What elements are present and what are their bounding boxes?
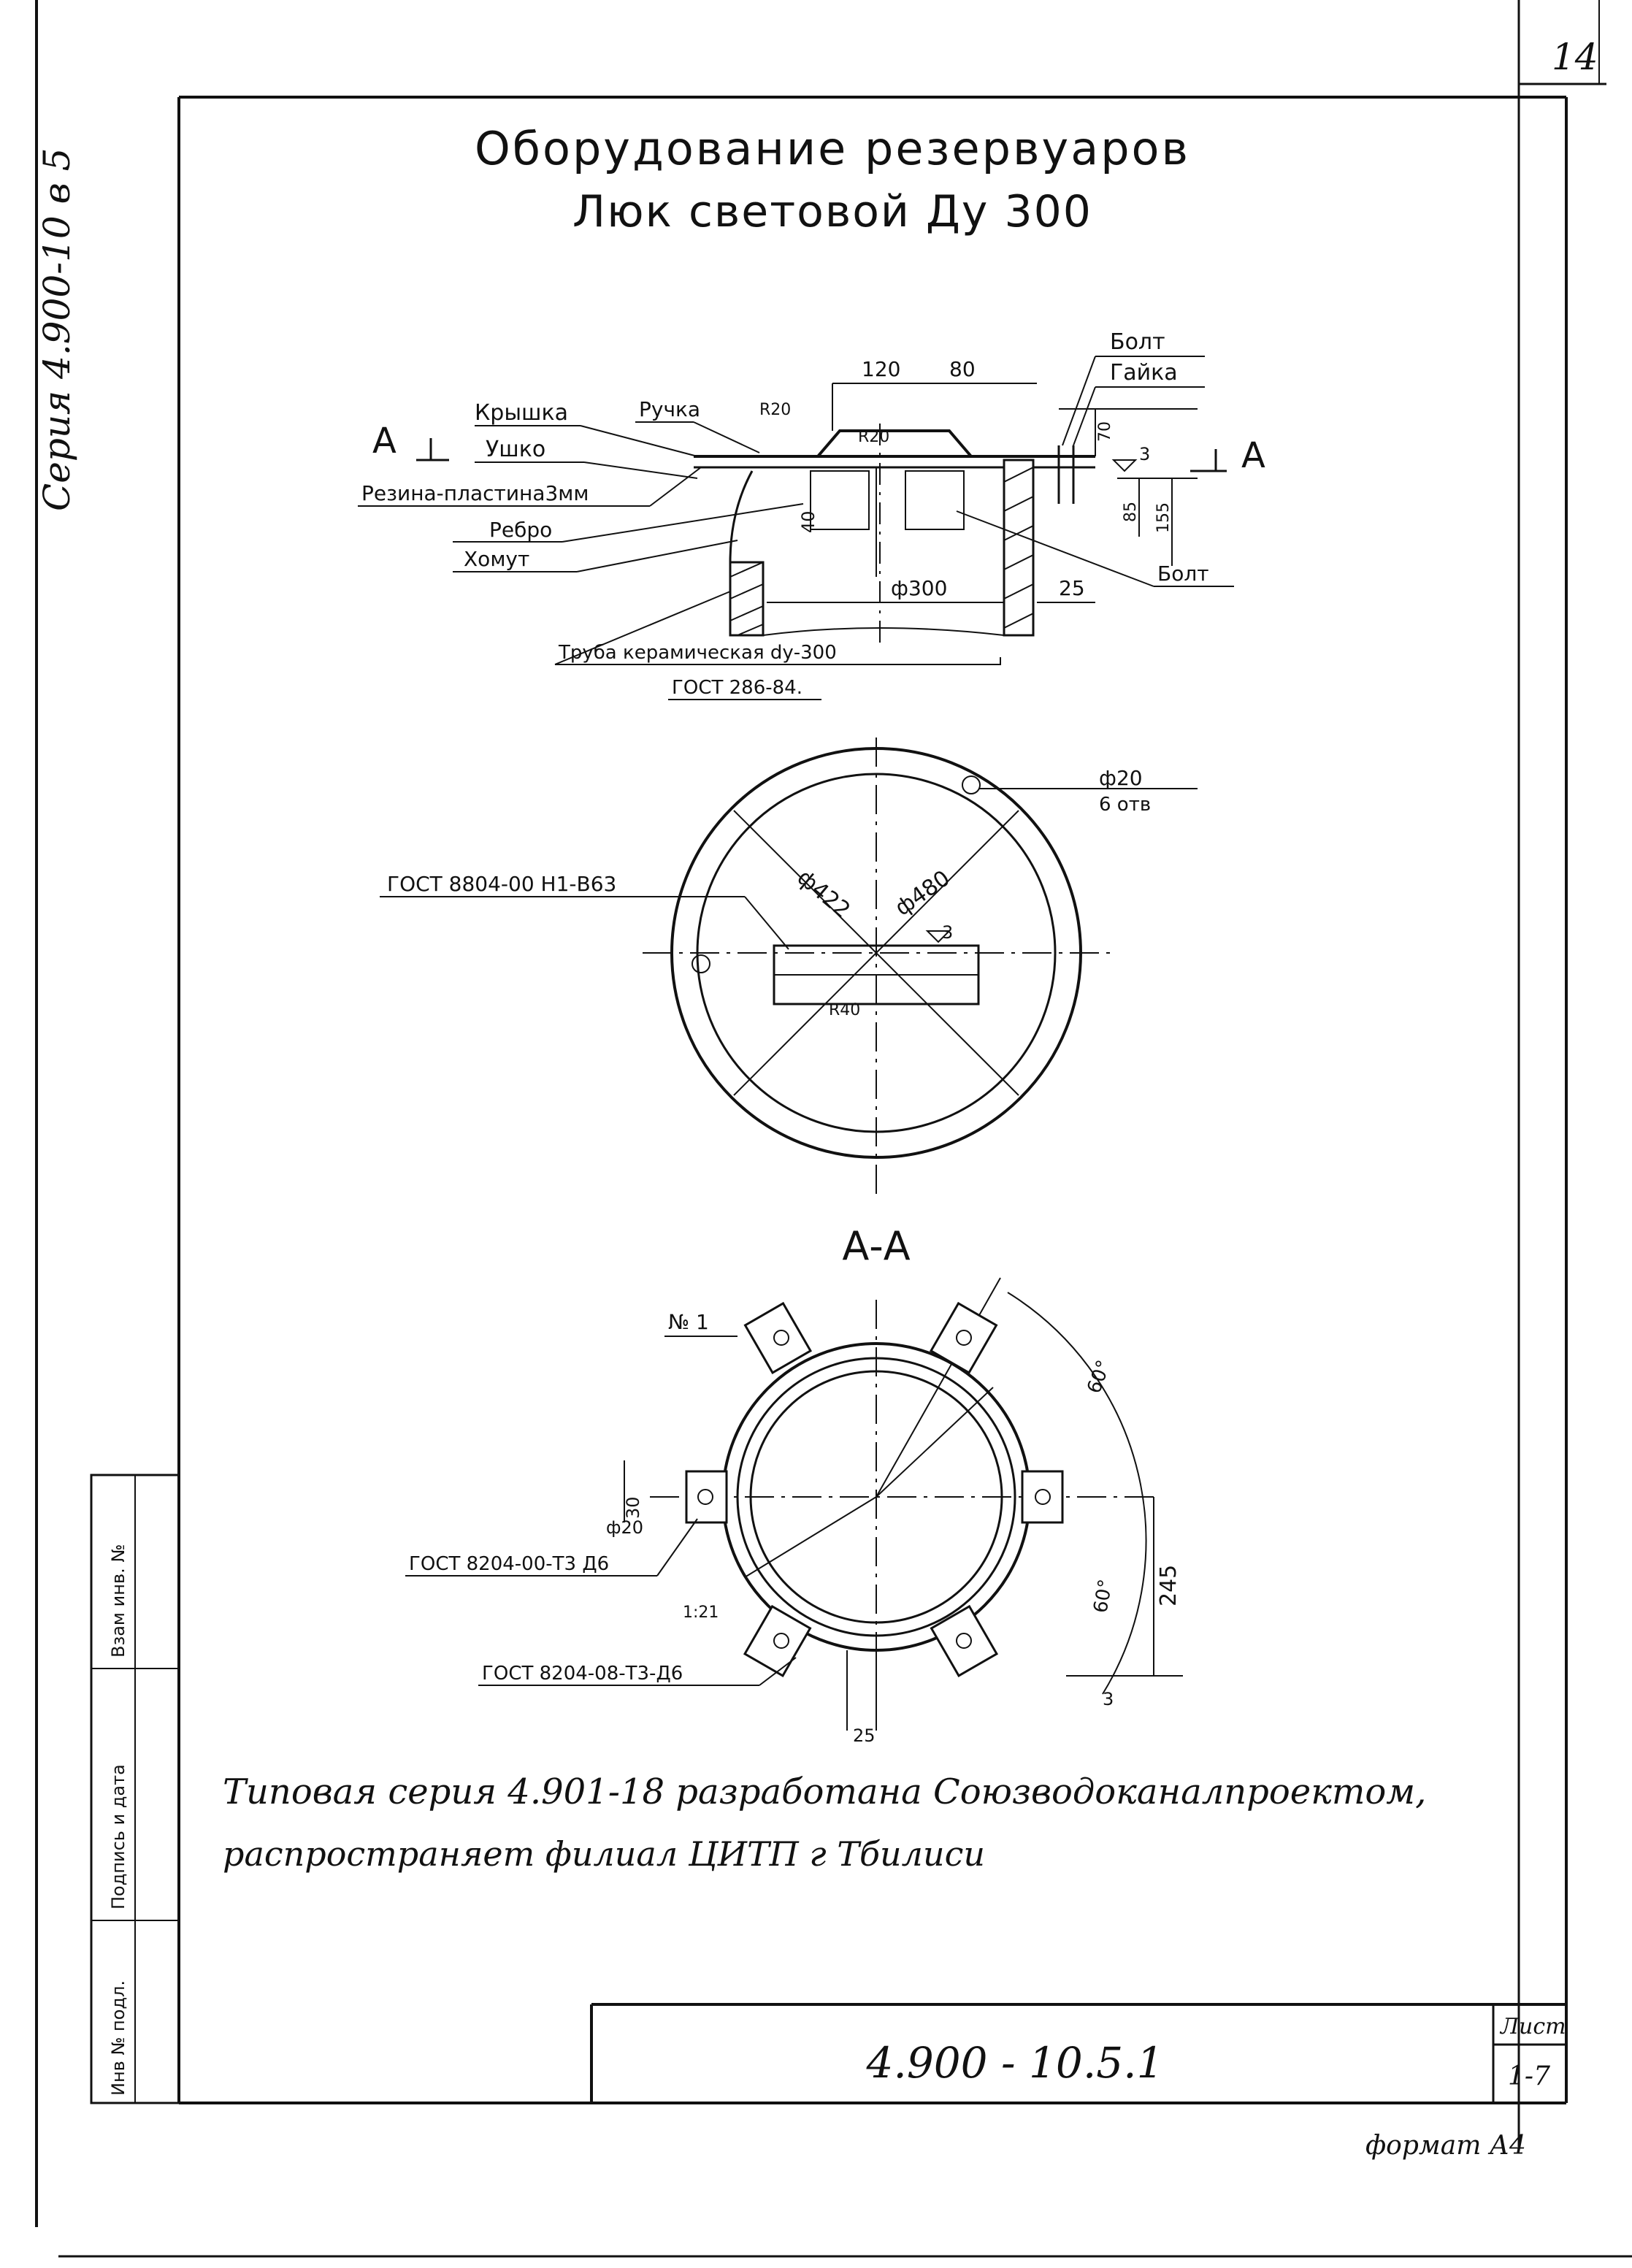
dim-80: 80 — [949, 357, 976, 381]
dim-155: 155 — [1154, 502, 1173, 533]
plan-view: ГОСТ 8804-00 Н1-В63 ф20 6 отв ф422 ф480 … — [380, 738, 1198, 1198]
outer-frame — [35, 0, 1632, 2258]
plan-dim-r40: R40 — [829, 1001, 860, 1019]
label-rib: Ребро — [489, 518, 552, 542]
aa-dim-60deg: 60° — [1083, 1357, 1115, 1397]
note-line1: Типовая серия 4.901-18 разработана Союзв… — [223, 1771, 1426, 1812]
title-line2: Люк световой Ду 300 — [572, 186, 1092, 237]
corner-number: 14 — [1552, 36, 1598, 78]
label-bolt-top: Болт — [1110, 329, 1165, 355]
aa-dim-245: 245 — [1156, 1565, 1181, 1606]
pipe-wall-left — [729, 561, 765, 637]
label-eye: Ушко — [486, 437, 545, 462]
sheet-label: Лист — [1499, 2014, 1566, 2039]
side-stamp: Взам инв. № Подпись и дата Инв № подл. — [90, 1474, 180, 2104]
pipe-wall-right — [1003, 459, 1035, 637]
section-mark-right: А — [1241, 435, 1265, 476]
plan-dim-6holes: 6 отв — [1099, 794, 1151, 816]
note-line2: распространяет филиал ЦИТП г Тбилиси — [223, 1834, 985, 1874]
aa-gost-label1: ГОСТ 8204-00-Т3 Д6 — [409, 1553, 609, 1575]
title-block: 4.900 - 10.5.1 Лист 1-7 — [590, 2003, 1566, 2103]
section-aa-title: А-А — [842, 1223, 910, 1269]
aa-weld-3: 3 — [1103, 1689, 1114, 1709]
dim-40: 40 — [798, 510, 819, 533]
aa-item-no: № 1 — [668, 1310, 709, 1334]
aa-dim-25: 25 — [853, 1725, 876, 1746]
format-label: формат А4 — [1365, 2131, 1526, 2161]
stamp-cell-inventory: Инв № подл. — [108, 1980, 129, 2096]
label-cover: Крышка — [475, 400, 568, 426]
dim-d300: ф300 — [891, 576, 947, 600]
dim-25: 25 — [1059, 576, 1085, 600]
section-mark-left: А — [372, 421, 396, 461]
dim-70: 70 — [1096, 421, 1114, 442]
plan-dim-d480: ф480 — [891, 865, 955, 921]
label-nut: Гайка — [1110, 360, 1178, 386]
label-handle: Ручка — [639, 397, 700, 421]
aa-dim-60deg2: 60° — [1089, 1578, 1117, 1615]
dim-120: 120 — [862, 357, 900, 381]
aa-dim-121: 1:21 — [683, 1604, 719, 1622]
sheet-number: 1-7 — [1508, 2061, 1550, 2091]
drawing-code: 4.900 - 10.5.1 — [866, 2038, 1164, 2088]
section-view: А А Крышка Ручка Ушко Резина-пластина3мм… — [358, 329, 1265, 700]
label-pipe: Труба керамическая dу-300 — [558, 642, 837, 664]
plan-gost-label: ГОСТ 8804-00 Н1-В63 — [387, 872, 616, 896]
section-aa-view: 60° 60° 245 3 № 1 ф20 30 ГОСТ 8204-00-Т3… — [405, 1277, 1183, 1746]
plan-dim-d422: ф422 — [792, 865, 855, 923]
label-bolt-bottom: Болт — [1157, 562, 1209, 586]
title-line1: Оборудование резервуаров — [475, 122, 1190, 175]
stamp-cell-replace: Взам инв. № — [108, 1544, 129, 1658]
label-clamp: Хомут — [464, 547, 529, 571]
series-margin: Серия 4.900-10 в 5 — [36, 148, 78, 511]
aa-dim-30: 30 — [623, 1496, 643, 1519]
dim-85: 85 — [1122, 502, 1140, 522]
label-gost: ГОСТ 286-84. — [672, 677, 802, 699]
dim-r20b: R20 — [858, 428, 889, 446]
aa-gost-label2: ГОСТ 8204-08-Т3-Д6 — [482, 1663, 683, 1685]
stamp-cell-signature: Подпись и дата — [108, 1764, 129, 1909]
plan-dim-d20: ф20 — [1099, 766, 1143, 790]
weld-3: 3 — [1139, 444, 1150, 464]
label-rubber: Резина-пластина3мм — [361, 481, 589, 505]
dim-r20a: R20 — [759, 401, 791, 419]
